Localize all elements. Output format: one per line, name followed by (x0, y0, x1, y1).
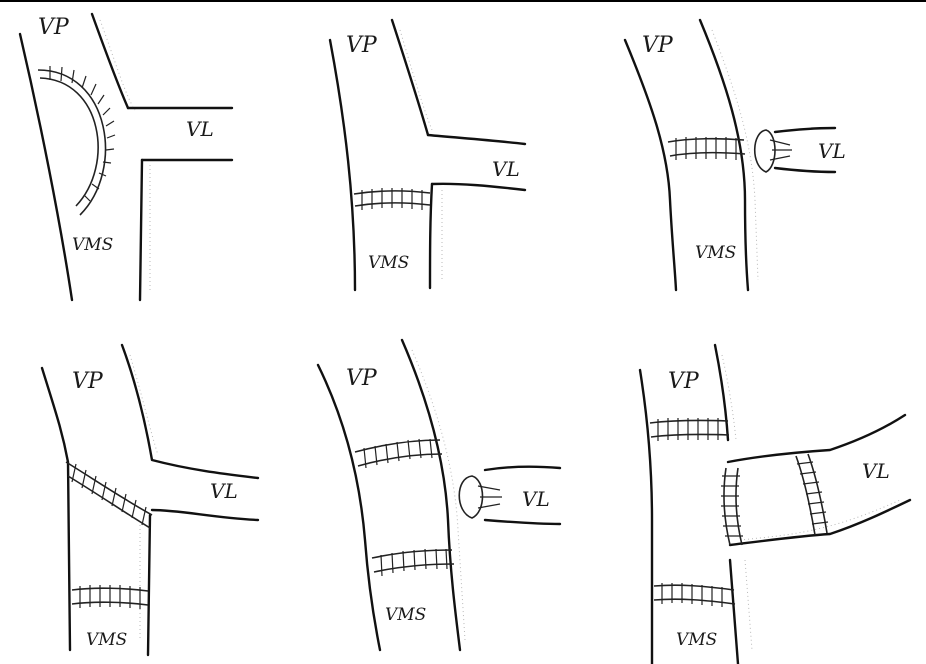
panel-3: VP VL VMS (625, 20, 846, 290)
p2-vl-bottom (432, 184, 525, 190)
p3-label-vp: VP (642, 33, 674, 58)
p1-patch-suture-outer (40, 78, 98, 206)
p1-right-wall-upper (92, 14, 128, 108)
p3-vl-bottom (775, 168, 835, 172)
p4-left-wall (42, 368, 70, 650)
p3-stump-ties (770, 140, 792, 160)
p5-label-vp: VP (346, 366, 378, 391)
p6-graft-top (728, 415, 905, 462)
p5-vl-top (485, 467, 560, 470)
p5-shading (412, 350, 465, 640)
p2-right-wall-upper (392, 20, 428, 135)
p4-vl-bottom (152, 510, 258, 520)
p6-shading (722, 355, 900, 650)
p5-suture-upper-b (358, 454, 442, 466)
p5-stitches-lower (381, 549, 447, 576)
p3-suture-bottom (670, 153, 745, 156)
p5-suture-lower-b (374, 564, 454, 572)
p4-label-vms: VMS (86, 630, 127, 650)
p5-right-wall (402, 340, 460, 650)
p6-stitches-bottom (662, 583, 722, 607)
p1-label-vms: VMS (72, 235, 113, 255)
p2-label-vms: VMS (368, 253, 409, 273)
p6-right-wall-lower (730, 560, 738, 664)
p3-left-wall (625, 40, 676, 290)
p3-label-vl: VL (818, 139, 846, 163)
p6-right-wall-upper (715, 345, 728, 440)
p5-label-vl: VL (522, 487, 550, 511)
p1-stitches (50, 66, 115, 201)
p5-left-wall (318, 365, 380, 650)
p6-label-vp: VP (668, 369, 700, 394)
p1-patch-suture (38, 70, 105, 215)
p2-label-vl: VL (492, 157, 520, 181)
p4-suture-oblique-b (68, 476, 150, 528)
p5-vl-bottom (485, 520, 560, 524)
p6-label-vl: VL (862, 459, 890, 483)
panel-4: VP VL VMS (42, 345, 258, 655)
panel-5: VP VL VMS (318, 340, 560, 650)
panel-6: VP VL VMS (640, 345, 910, 664)
p3-vl-stump (755, 130, 775, 172)
p6-suture-bottom-b (654, 599, 735, 604)
p5-label-vms: VMS (385, 605, 426, 625)
p4-label-vp: VP (72, 369, 104, 394)
p1-label-vp: VP (38, 15, 70, 40)
p5-suture-lower-a (372, 550, 452, 558)
p2-vl-top (428, 135, 525, 144)
p5-vl-stump (459, 476, 482, 518)
p2-right-wall-lower (430, 184, 432, 288)
p6-left-wall (640, 370, 652, 664)
p4-suture-oblique-a (66, 462, 152, 515)
p4-label-vl: VL (210, 479, 238, 503)
p6-suture-top-a (650, 420, 728, 423)
p1-left-wall (20, 34, 72, 300)
p6-label-vms: VMS (676, 630, 717, 650)
p4-right-wall-upper (122, 345, 258, 478)
p3-label-vms: VMS (695, 243, 736, 263)
p4-shading (130, 355, 158, 640)
p2-label-vp: VP (346, 33, 378, 58)
p1-right-wall-lower (140, 160, 142, 300)
p3-vl-top (775, 128, 835, 132)
panel-2: VP VL VMS (330, 20, 525, 290)
panel-1: VP VL VMS (20, 14, 232, 300)
p4-right-wall-lower (148, 515, 150, 655)
p6-suture-top-b (651, 434, 729, 437)
p1-label-vl: VL (186, 117, 214, 141)
p2-left-wall (330, 40, 355, 290)
